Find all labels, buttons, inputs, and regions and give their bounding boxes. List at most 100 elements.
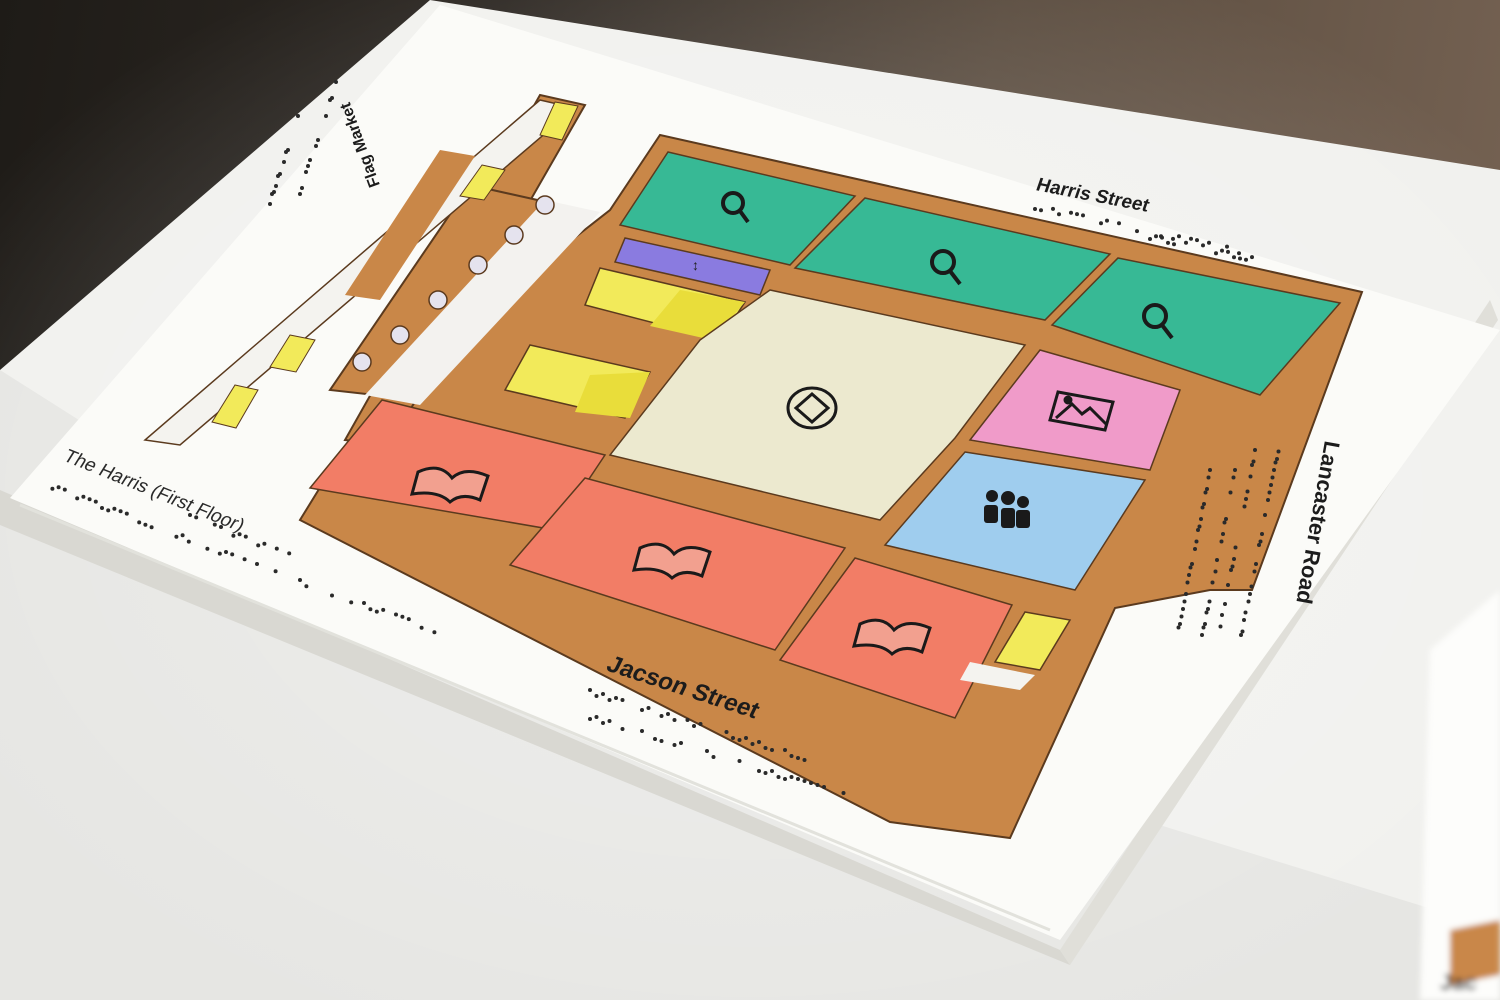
room-gallery-north-3[interactable] [1050, 257, 1342, 396]
braille-dot [672, 718, 677, 722]
southeast-stairs [993, 611, 1072, 671]
braille-dot [1207, 240, 1211, 245]
braille-dot [1249, 584, 1254, 589]
braille-dot [1269, 483, 1273, 487]
braille-dot [334, 80, 338, 84]
braille-dot [1099, 221, 1103, 226]
braille-dot [1197, 524, 1202, 529]
braille-dot [381, 607, 386, 612]
braille-dot [255, 562, 259, 566]
braille-dot [1208, 468, 1212, 472]
braille-dot [1248, 474, 1253, 479]
braille-dot [1222, 520, 1227, 525]
braille-dot [273, 569, 278, 574]
braille-dot [1275, 457, 1279, 461]
braille-dot [75, 496, 80, 501]
braille-dot [106, 508, 111, 513]
braille-dot [224, 550, 228, 554]
braille-dot [1260, 532, 1264, 536]
braille-dot [50, 486, 55, 491]
braille-dot [400, 614, 405, 619]
colonnade-corridor [365, 200, 600, 405]
second-booklet: Jac [1420, 590, 1500, 1000]
lift-room [613, 237, 772, 296]
braille-dot [1257, 543, 1261, 547]
braille-dot [672, 743, 677, 747]
braille-dot [737, 738, 742, 742]
braille-dot [406, 617, 411, 622]
braille-dot [1188, 565, 1193, 570]
braille-dot [188, 513, 192, 517]
braille-dot [1233, 468, 1237, 472]
west-stairs [211, 101, 579, 429]
braille-dot [304, 170, 308, 174]
braille-dot [796, 756, 800, 760]
braille-dot [1251, 459, 1256, 464]
braille-dot [1252, 569, 1257, 574]
braille-dot [770, 748, 774, 752]
braille-dot [1039, 208, 1043, 213]
braille-dot [698, 722, 703, 726]
braille-dot [588, 717, 592, 721]
braille-dot [1229, 568, 1233, 572]
braille-dot [1215, 558, 1219, 562]
braille-dot [1201, 625, 1206, 630]
braille-dot [149, 525, 154, 530]
braille-dot [744, 736, 748, 740]
room-art[interactable] [968, 349, 1181, 471]
braille-dot [274, 184, 278, 188]
braille-dot [1179, 614, 1184, 619]
braille-dot [1233, 545, 1238, 550]
braille-dot [287, 551, 292, 556]
braille-dot [1253, 448, 1257, 452]
braille-dot [1272, 468, 1276, 472]
braille-dot [789, 754, 794, 758]
braille-dot [763, 746, 768, 750]
braille-dot [93, 499, 98, 504]
diamond-circle-icon [786, 386, 838, 430]
braille-dot [1057, 212, 1061, 217]
braille-dot [685, 718, 690, 722]
braille-dot [692, 724, 696, 728]
braille-dot [1176, 625, 1181, 630]
braille-dot [324, 114, 328, 118]
braille-dot [737, 759, 742, 763]
braille-dot [87, 497, 92, 502]
braille-dot [1206, 475, 1211, 480]
braille-dot [679, 741, 683, 745]
braille-dot [419, 625, 424, 630]
braille-dot [757, 769, 761, 773]
braille-dot [180, 533, 185, 538]
braille-dot [81, 494, 86, 499]
braille-dot [1135, 229, 1139, 234]
search-icon [930, 249, 962, 286]
braille-dot [666, 712, 670, 716]
braille-dot [56, 485, 61, 490]
braille-dot [1105, 218, 1109, 223]
braille-dot [711, 755, 716, 759]
braille-dot [100, 506, 104, 510]
braille-dot [1033, 207, 1037, 211]
braille-dot [802, 779, 807, 783]
braille-dot [1190, 562, 1194, 566]
braille-dot [757, 740, 761, 744]
braille-dot [1187, 573, 1191, 577]
room-central-hall[interactable] [608, 289, 1027, 521]
room-gallery-north-1[interactable] [618, 151, 857, 266]
braille-dot [1148, 237, 1152, 241]
braille-dot [1181, 607, 1185, 611]
open-book-icon [631, 542, 712, 581]
braille-dot [231, 533, 236, 538]
braille-dot [1166, 240, 1170, 245]
braille-dot [282, 160, 286, 164]
braille-dot [1248, 592, 1252, 596]
braille-dot [1250, 255, 1254, 260]
open-book-icon [851, 618, 932, 657]
braille-dot [1182, 599, 1187, 604]
braille-dot [653, 737, 657, 741]
braille-dot [1117, 221, 1121, 226]
braille-dot [242, 557, 247, 562]
braille-dot [298, 578, 302, 582]
braille-dot [1276, 449, 1281, 454]
braille-dot [1207, 599, 1212, 604]
